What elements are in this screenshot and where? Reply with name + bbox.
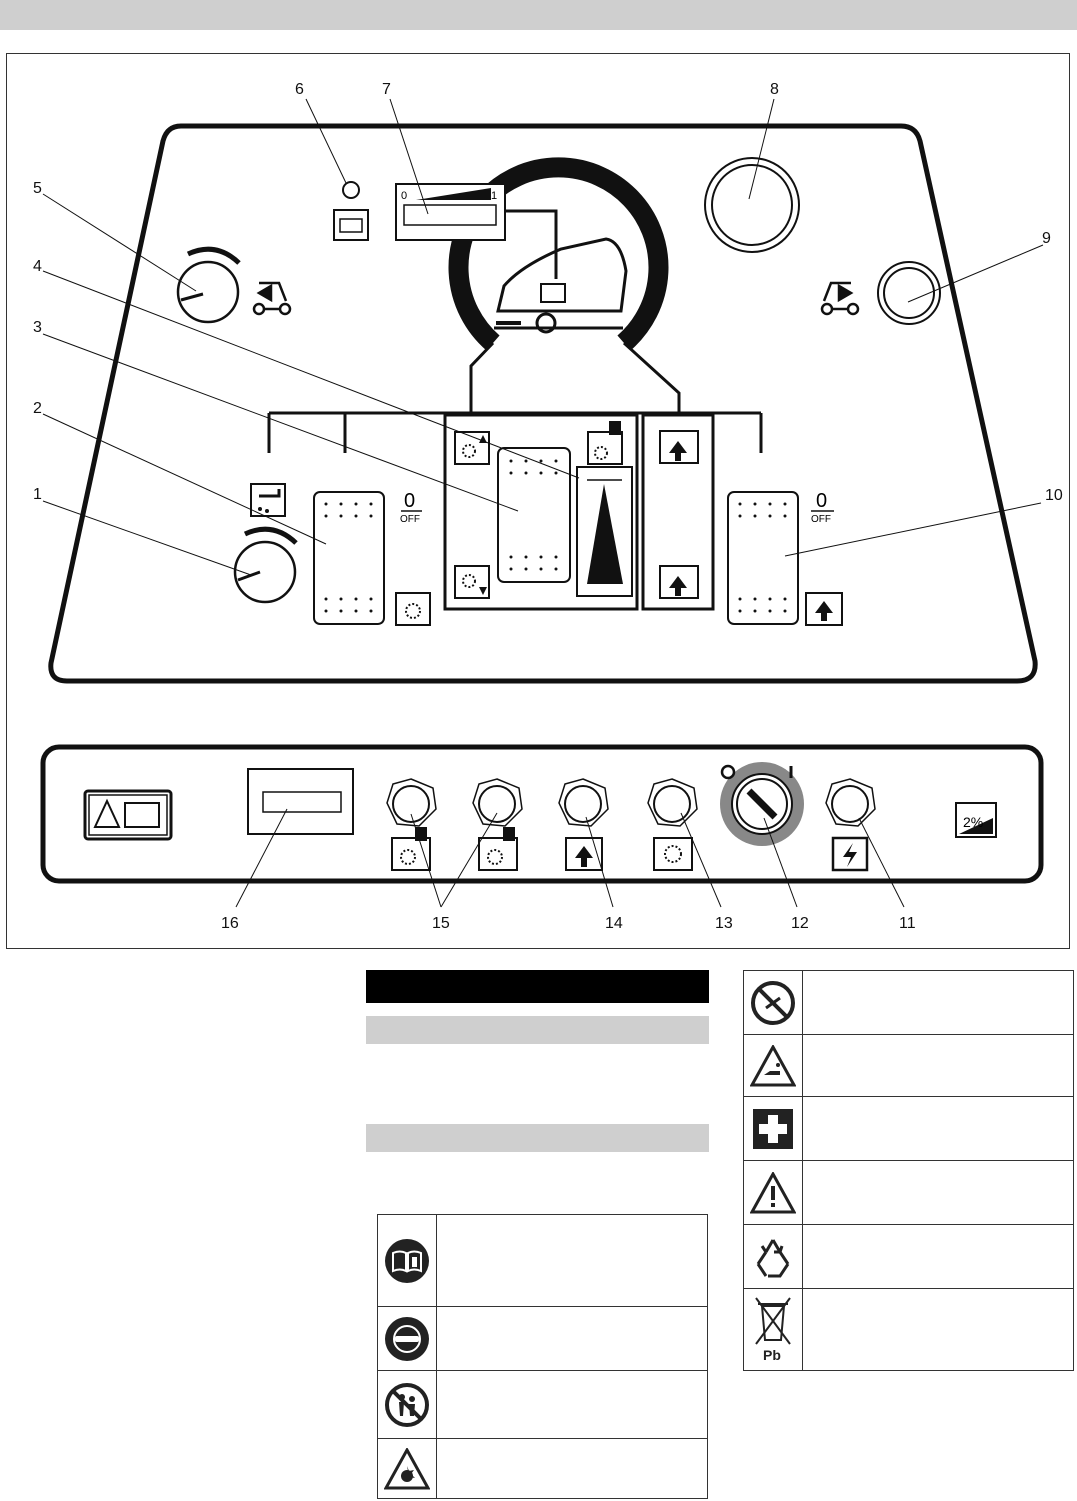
section-subheader-1: [366, 1016, 709, 1044]
squeegee-icon-lower: [565, 837, 603, 871]
brush-pressure-rocker-switch[interactable]: [497, 447, 571, 583]
callout-3: 3: [33, 319, 42, 336]
callout-8: 8: [770, 81, 779, 98]
callout-11: 11: [899, 915, 916, 932]
forward-button[interactable]: [877, 261, 941, 325]
brush-weight-button-1[interactable]: [386, 778, 437, 827]
emergency-button-outer[interactable]: [704, 157, 800, 253]
callout-9: 9: [1042, 230, 1051, 247]
brush-weight-icon-lower-2: [478, 827, 518, 871]
meter-max-label: 1: [491, 190, 497, 202]
brush-down-icon: [454, 565, 490, 599]
squeegee-up-icon: [659, 430, 699, 464]
callout-7: 7: [382, 81, 391, 98]
safety-symbols-table-left: [377, 1214, 708, 1499]
section-title-bar: [366, 970, 709, 1003]
brush-rotation-icon: [653, 837, 693, 871]
callout-1: 1: [33, 486, 42, 503]
off-label: OFF: [400, 514, 420, 525]
off-zero-label: 0: [404, 490, 415, 512]
meter-min-label: 0: [401, 190, 407, 202]
callout-10: 10: [1045, 487, 1063, 504]
control-panel-figure: 0 1 0 OFF: [6, 53, 1070, 949]
off-zero-label-2: 0: [816, 490, 827, 512]
squeegee-rocker-switch[interactable]: [727, 491, 799, 625]
off-label-2: OFF: [811, 514, 831, 525]
squeegee-button[interactable]: [558, 778, 609, 827]
battery-indicator-lamp: [342, 181, 360, 199]
callout-14: 14: [605, 915, 623, 932]
recycling-icon: [756, 1238, 790, 1277]
callout-15: 15: [432, 915, 450, 932]
callout-12: 12: [791, 915, 809, 932]
read-manual-warning-icon: [83, 789, 173, 841]
callout-2: 2: [33, 400, 42, 417]
upper-panel-outline: [48, 123, 1038, 684]
brush-rocker-switch[interactable]: [313, 491, 385, 625]
squeegee-icon: [805, 592, 843, 626]
section-subheader-2: [366, 1124, 709, 1152]
battery-icon: [333, 209, 369, 241]
drive-reverse-icon: [252, 281, 292, 316]
brush-weight-icon: [587, 421, 623, 465]
read-manual-icon: [385, 1238, 429, 1283]
brush-weight-icon-lower-1: [391, 827, 431, 871]
callout-5: 5: [33, 180, 42, 197]
top-gray-bar: [0, 0, 1077, 30]
lightning-icon: [831, 836, 869, 872]
no-smoking-icon: [751, 980, 795, 1025]
slope-icon: [955, 802, 997, 838]
pressure-indicator: [576, 466, 633, 597]
drive-forward-icon: [820, 281, 860, 316]
brush-rotation-button[interactable]: [647, 778, 698, 827]
waste-bin-crossed-icon: Pb: [755, 1296, 791, 1363]
water-tap-icon: [250, 483, 286, 517]
water-flow-knob[interactable]: [233, 540, 297, 604]
reverse-speed-knob[interactable]: [176, 260, 240, 324]
safety-symbols-table-right: Pb: [743, 970, 1074, 1371]
brush-up-icon: [454, 431, 490, 465]
slope-label: 2%: [963, 814, 983, 830]
brush-icon: [395, 592, 431, 626]
key-off-marker: [720, 764, 736, 780]
control-panel-drawing: 0 1 0 OFF: [33, 81, 1063, 932]
corrosive-acid-icon: [750, 1044, 796, 1086]
explosion-hazard-icon: [384, 1447, 430, 1489]
pb-label: Pb: [763, 1347, 781, 1363]
eye-protection-icon: [385, 1316, 429, 1361]
first-aid-icon: [753, 1108, 793, 1149]
brush-weight-button-2[interactable]: [472, 778, 523, 827]
machine-icon: [494, 237, 628, 334]
warning-icon: [750, 1171, 796, 1213]
machine-ring: [448, 157, 669, 351]
operating-hours-display: [247, 768, 354, 835]
squeegee-down-icon: [659, 565, 699, 599]
callout-4: 4: [33, 258, 42, 275]
callout-6: 6: [295, 81, 304, 98]
keep-children-away-icon: [385, 1382, 429, 1427]
power-button[interactable]: [825, 778, 876, 827]
callout-16: 16: [221, 915, 239, 932]
lower-panel-outline: [40, 744, 1044, 884]
key-switch[interactable]: [720, 762, 804, 846]
callout-13: 13: [715, 915, 733, 932]
